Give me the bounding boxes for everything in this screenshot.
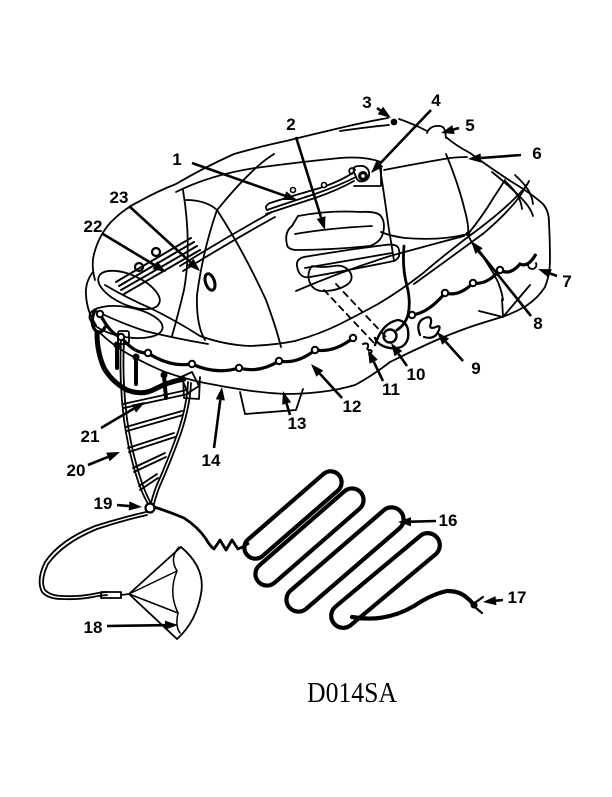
svg-text:1: 1	[172, 150, 181, 169]
svg-text:23: 23	[110, 188, 129, 207]
svg-text:18: 18	[84, 618, 103, 637]
svg-text:7: 7	[562, 272, 571, 291]
svg-text:6: 6	[532, 144, 541, 163]
svg-text:9: 9	[471, 359, 480, 378]
svg-text:22: 22	[84, 217, 103, 236]
svg-text:21: 21	[81, 427, 100, 446]
svg-text:14: 14	[202, 451, 221, 470]
svg-text:17: 17	[508, 588, 527, 607]
svg-text:3: 3	[362, 93, 371, 112]
svg-text:2: 2	[286, 115, 295, 134]
svg-text:10: 10	[407, 365, 426, 384]
svg-text:19: 19	[94, 494, 113, 513]
svg-text:11: 11	[382, 380, 400, 399]
svg-text:D014SA: D014SA	[307, 677, 397, 709]
svg-text:4: 4	[431, 91, 441, 110]
svg-text:5: 5	[465, 116, 474, 135]
svg-text:13: 13	[288, 414, 307, 433]
svg-text:8: 8	[533, 314, 542, 333]
svg-text:16: 16	[439, 511, 458, 530]
svg-text:20: 20	[67, 461, 86, 480]
svg-text:12: 12	[343, 397, 362, 416]
